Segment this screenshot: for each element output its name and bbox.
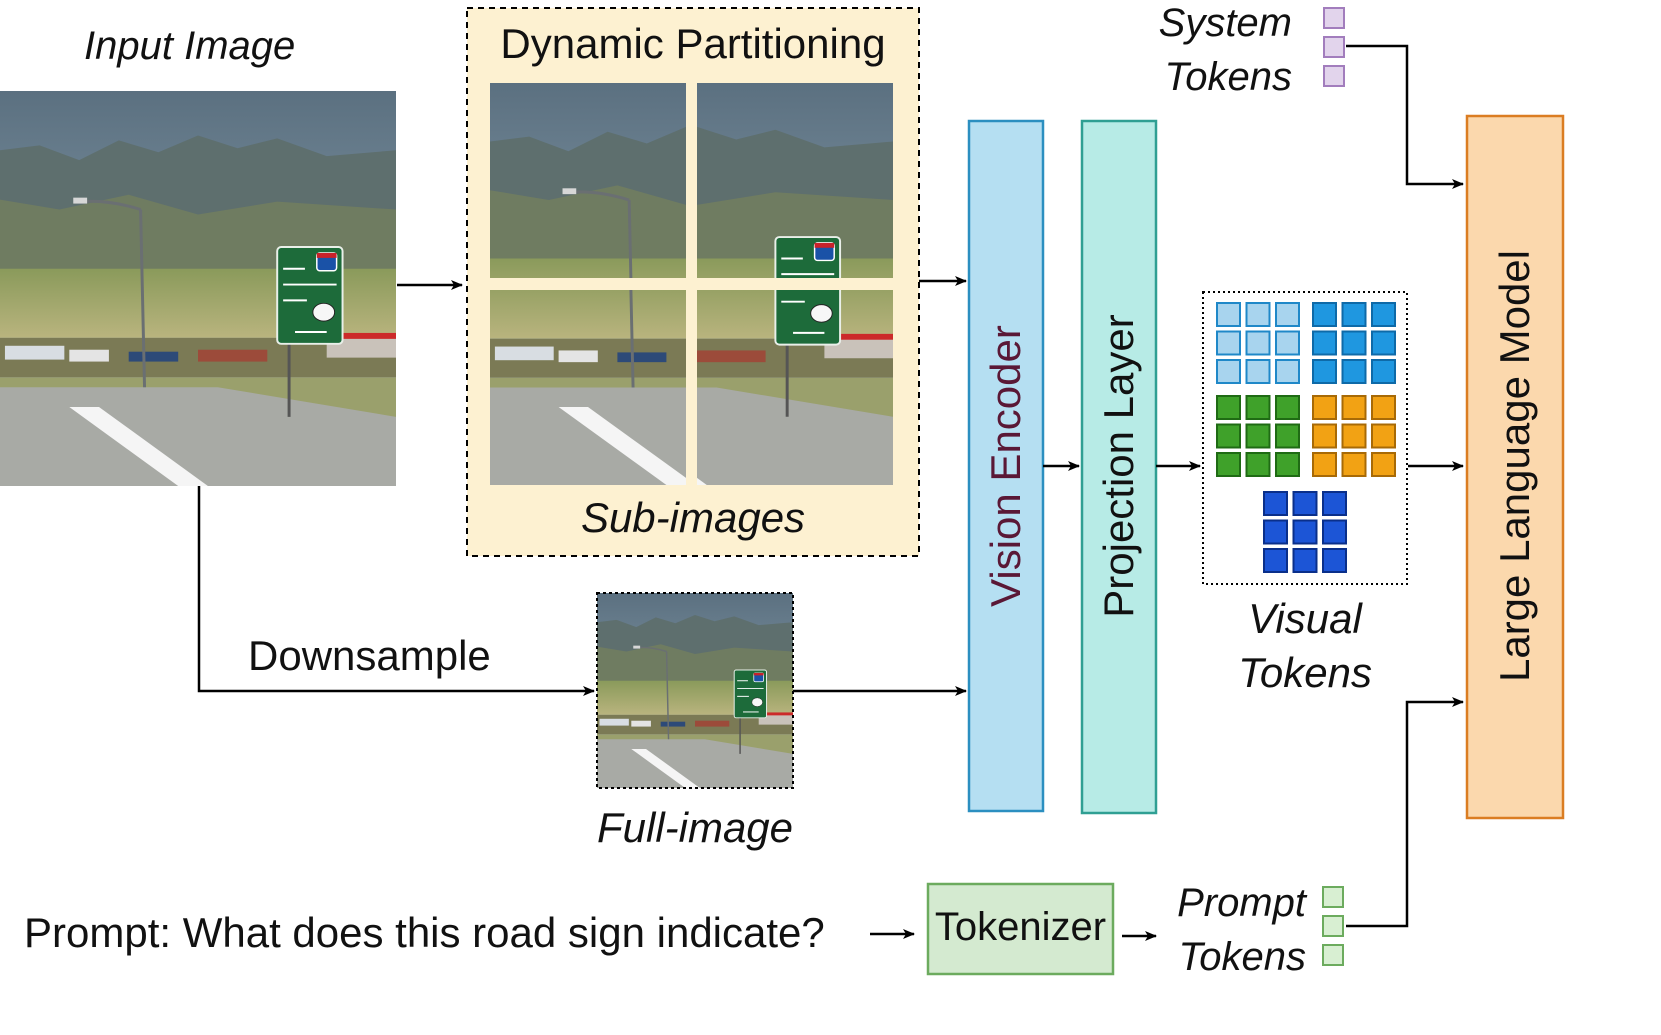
visual-token: [1341, 452, 1367, 477]
visual-tokens-line-1: Visual: [1248, 595, 1362, 642]
system-tokens-line-2: Tokens: [1164, 55, 1293, 99]
input-image-label: Input Image: [84, 24, 296, 68]
visual-token: [1275, 359, 1300, 384]
visual-token: [1341, 330, 1367, 356]
visual-token: [1216, 359, 1241, 384]
downsample-label: Downsample: [248, 632, 491, 679]
visual-token: [1245, 359, 1271, 384]
vision-encoder-box: [967, 119, 1045, 813]
visual-token: [1341, 395, 1367, 420]
visual-token: [1216, 302, 1241, 327]
visual-token: [1312, 359, 1337, 384]
visual-token: [1371, 423, 1396, 449]
visual-tokens-line-2: Tokens: [1238, 649, 1372, 696]
partition-title: Dynamic Partitioning: [500, 20, 886, 67]
system-token: [1323, 36, 1345, 58]
prompt-tokens-line-1: Prompt: [1177, 881, 1306, 925]
visual-token: [1371, 302, 1396, 327]
prompt-token: [1322, 944, 1344, 966]
visual-token: [1275, 330, 1300, 356]
projection-layer-label: Projection Layer: [1095, 314, 1142, 618]
llm-box: [1465, 114, 1565, 820]
arrow-input-to-full-image: [197, 486, 595, 696]
visual-token: [1275, 395, 1300, 420]
input-image: [0, 91, 396, 486]
visual-token: [1275, 423, 1300, 449]
visual-token: [1245, 423, 1271, 449]
sub-images-caption: Sub-images: [580, 494, 806, 541]
system-token: [1323, 65, 1345, 87]
visual-token: [1371, 359, 1396, 384]
visual-token: [1245, 302, 1271, 327]
visual-token: [1216, 330, 1241, 356]
visual-token: [1292, 548, 1318, 573]
arrow-prompt-tokens-to-llm: [1346, 697, 1464, 928]
prompt-text: Prompt: What does this road sign indicat…: [24, 909, 825, 956]
prompt-token: [1322, 886, 1344, 908]
visual-token: [1216, 395, 1241, 420]
system-tokens-label: System Tokens: [1140, 0, 1292, 104]
arrow-system-to-llm: [1346, 44, 1464, 189]
visual-token: [1275, 452, 1300, 477]
visual-token: [1216, 423, 1241, 449]
visual-token: [1312, 330, 1337, 356]
visual-token: [1371, 330, 1396, 356]
system-token-stack: [1323, 7, 1345, 87]
prompt-tokens-label: Prompt Tokens: [1150, 876, 1306, 984]
visual-token: [1292, 519, 1318, 545]
system-token: [1323, 7, 1345, 29]
projection-layer-box: [1080, 119, 1158, 815]
prompt-token: [1322, 915, 1344, 937]
visual-token: [1275, 302, 1300, 327]
visual-token: [1371, 395, 1396, 420]
visual-token: [1312, 423, 1337, 449]
visual-token: [1312, 302, 1337, 327]
tokenizer-box: [926, 882, 1115, 976]
prompt-token-stack: [1322, 886, 1344, 966]
visual-token: [1263, 519, 1288, 545]
visual-token: [1245, 452, 1271, 477]
visual-token: [1371, 452, 1396, 477]
visual-token: [1322, 519, 1347, 545]
visual-token: [1245, 395, 1271, 420]
visual-token: [1312, 452, 1337, 477]
full-image: [596, 592, 794, 789]
visual-token: [1263, 548, 1288, 573]
visual-token: [1245, 330, 1271, 356]
visual-token: [1312, 395, 1337, 420]
visual-token: [1341, 359, 1367, 384]
visual-token: [1216, 452, 1241, 477]
visual-token: [1341, 302, 1367, 327]
llm-label: Large Language Model: [1491, 249, 1538, 683]
visual-token-grid: [1216, 302, 1396, 573]
prompt-tokens-line-2: Tokens: [1178, 935, 1307, 979]
visual-token: [1292, 491, 1318, 516]
visual-token: [1263, 491, 1288, 516]
visual-token: [1341, 423, 1367, 449]
system-tokens-line-1: System: [1158, 1, 1292, 45]
tokenizer-label: Tokenizer: [934, 905, 1107, 949]
full-image-caption: Full-image: [596, 804, 794, 851]
visual-tokens-label: Visual Tokens: [1203, 592, 1407, 700]
visual-token: [1322, 491, 1347, 516]
visual-token: [1322, 548, 1347, 573]
vision-encoder-label: Vision Encoder: [982, 325, 1029, 607]
